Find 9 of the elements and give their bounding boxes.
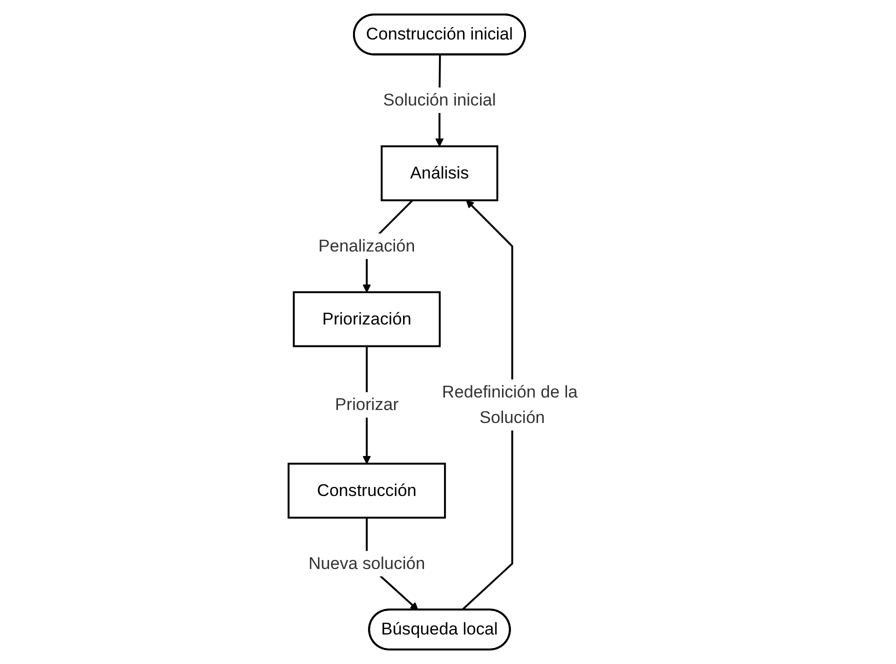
node-box: Priorización [293,291,441,348]
edge-label: Priorizar [335,395,399,414]
edge-label: Redefinición de la Solución [442,382,578,427]
arrow [462,200,514,611]
edge-label: Nueva solución [308,554,426,573]
edge-label: Penalización [318,236,416,256]
node-box: Análisis [380,145,498,202]
edge-label: Solución inicial [383,90,496,110]
node-box: Construcción [288,462,446,519]
